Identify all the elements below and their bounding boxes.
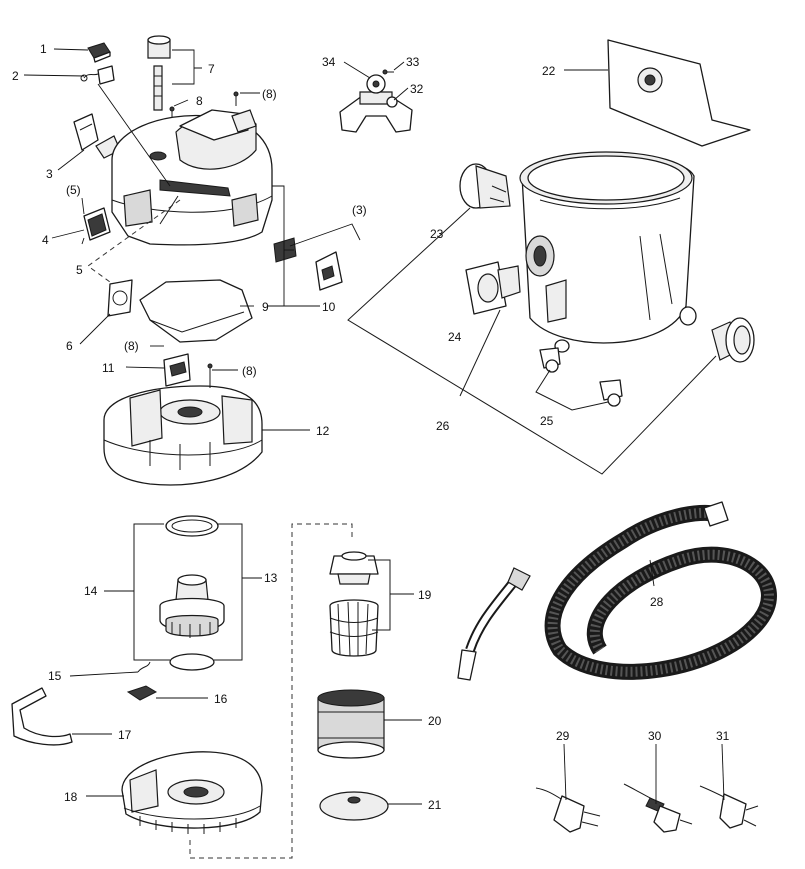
- part-32-mount: [339, 74, 413, 133]
- callout-30: 30: [648, 729, 662, 743]
- callout-34: 34: [322, 55, 336, 69]
- callout-28: 28: [650, 595, 664, 609]
- guide-cover: [159, 195, 179, 225]
- callout-20: 20: [428, 714, 442, 728]
- callout-8: 8: [196, 94, 203, 108]
- bracket-24-26: [459, 309, 501, 397]
- dashed-guide-filter: [189, 523, 353, 859]
- part-33-screw: [382, 69, 394, 75]
- callout-21: 21: [428, 798, 442, 812]
- part-7-cap-rod: [147, 35, 171, 111]
- callout-12: 12: [316, 424, 330, 438]
- part-22-filter-bag: [607, 39, 751, 147]
- callout-25: 25: [540, 414, 554, 428]
- part-13-gasket: [169, 653, 215, 671]
- callout-22: 22: [542, 64, 556, 78]
- bracket-14: [133, 523, 170, 661]
- callout-2: 2: [12, 69, 19, 83]
- callout-19: 19: [418, 588, 432, 602]
- callout-8-paren-b: (8): [124, 339, 139, 353]
- part-24-adapter: [465, 261, 521, 315]
- callout-15: 15: [48, 669, 62, 683]
- leader-lines: [23, 48, 725, 805]
- part-23-knob: [459, 163, 511, 209]
- part-28-hose: [457, 501, 777, 681]
- part-1-switch: [87, 42, 111, 63]
- part-9-cover-plate: [139, 279, 253, 343]
- callout-10: 10: [322, 300, 336, 314]
- callout-29: 29: [556, 729, 570, 743]
- callout-32: 32: [410, 82, 424, 96]
- callout-31: 31: [716, 729, 730, 743]
- callout-8-paren-a: (8): [262, 87, 277, 101]
- part-2-cable-clip: [80, 65, 115, 85]
- part-16-clip: [126, 685, 158, 701]
- bracket-13: [214, 523, 243, 661]
- part-27-knob: [711, 317, 755, 363]
- motor-hood: [111, 109, 273, 246]
- screw-8b: [233, 91, 239, 106]
- callout-9: 9: [262, 300, 269, 314]
- part-13-motor: [159, 574, 225, 638]
- bracket-19: [368, 559, 391, 631]
- callout-14: 14: [84, 584, 98, 598]
- part-25-caster-a: [539, 347, 561, 373]
- part-13-seal-ring: [165, 515, 219, 537]
- callout-numbers: 1 2 3 (5) 4 5 6 7 8 (8) 9 10 (3) (8) 11 …: [12, 42, 730, 812]
- part-12-motor-base: [103, 363, 263, 486]
- bracket-25: [535, 369, 609, 411]
- callout-4: 4: [42, 233, 49, 247]
- callout-5: 5: [76, 263, 83, 277]
- callout-26: 26: [436, 419, 450, 433]
- dashed-guide-6: [87, 199, 181, 283]
- part-25-caster-b: [599, 379, 623, 407]
- callout-17: 17: [118, 728, 132, 742]
- container-drum: [519, 151, 697, 353]
- callout-1: 1: [40, 42, 47, 56]
- part-30-plug: [623, 783, 693, 833]
- callout-23: 23: [430, 227, 444, 241]
- callout-13: 13: [264, 571, 278, 585]
- part-17-handle: [11, 687, 73, 746]
- callout-18: 18: [64, 790, 78, 804]
- part-3b-bracket: [315, 251, 343, 291]
- part-29-plug: [535, 787, 601, 833]
- part-18-base: [121, 751, 263, 834]
- callout-6: 6: [66, 339, 73, 353]
- part-19-filter-cap: [329, 551, 379, 585]
- part-15-spring: [137, 661, 151, 673]
- part-20-cartridge-filter: [317, 689, 385, 759]
- callout-33: 33: [406, 55, 420, 69]
- callout-3: 3: [46, 167, 53, 181]
- part-6-plate: [107, 279, 133, 317]
- callout-3-paren: (3): [352, 203, 367, 217]
- callout-8-paren-c: (8): [242, 364, 257, 378]
- callout-16: 16: [214, 692, 228, 706]
- part-21-disc: [319, 791, 389, 821]
- callout-7: 7: [208, 62, 215, 76]
- part-11-circuit-board: [163, 353, 191, 387]
- callout-5-paren: (5): [66, 183, 81, 197]
- callout-11: 11: [102, 361, 115, 375]
- part-31-plug: [699, 785, 759, 829]
- callout-24: 24: [448, 330, 462, 344]
- part-4-filter-cover: [83, 207, 111, 241]
- part-19-filter-cage: [329, 599, 379, 657]
- bracket-23-26: [347, 207, 717, 475]
